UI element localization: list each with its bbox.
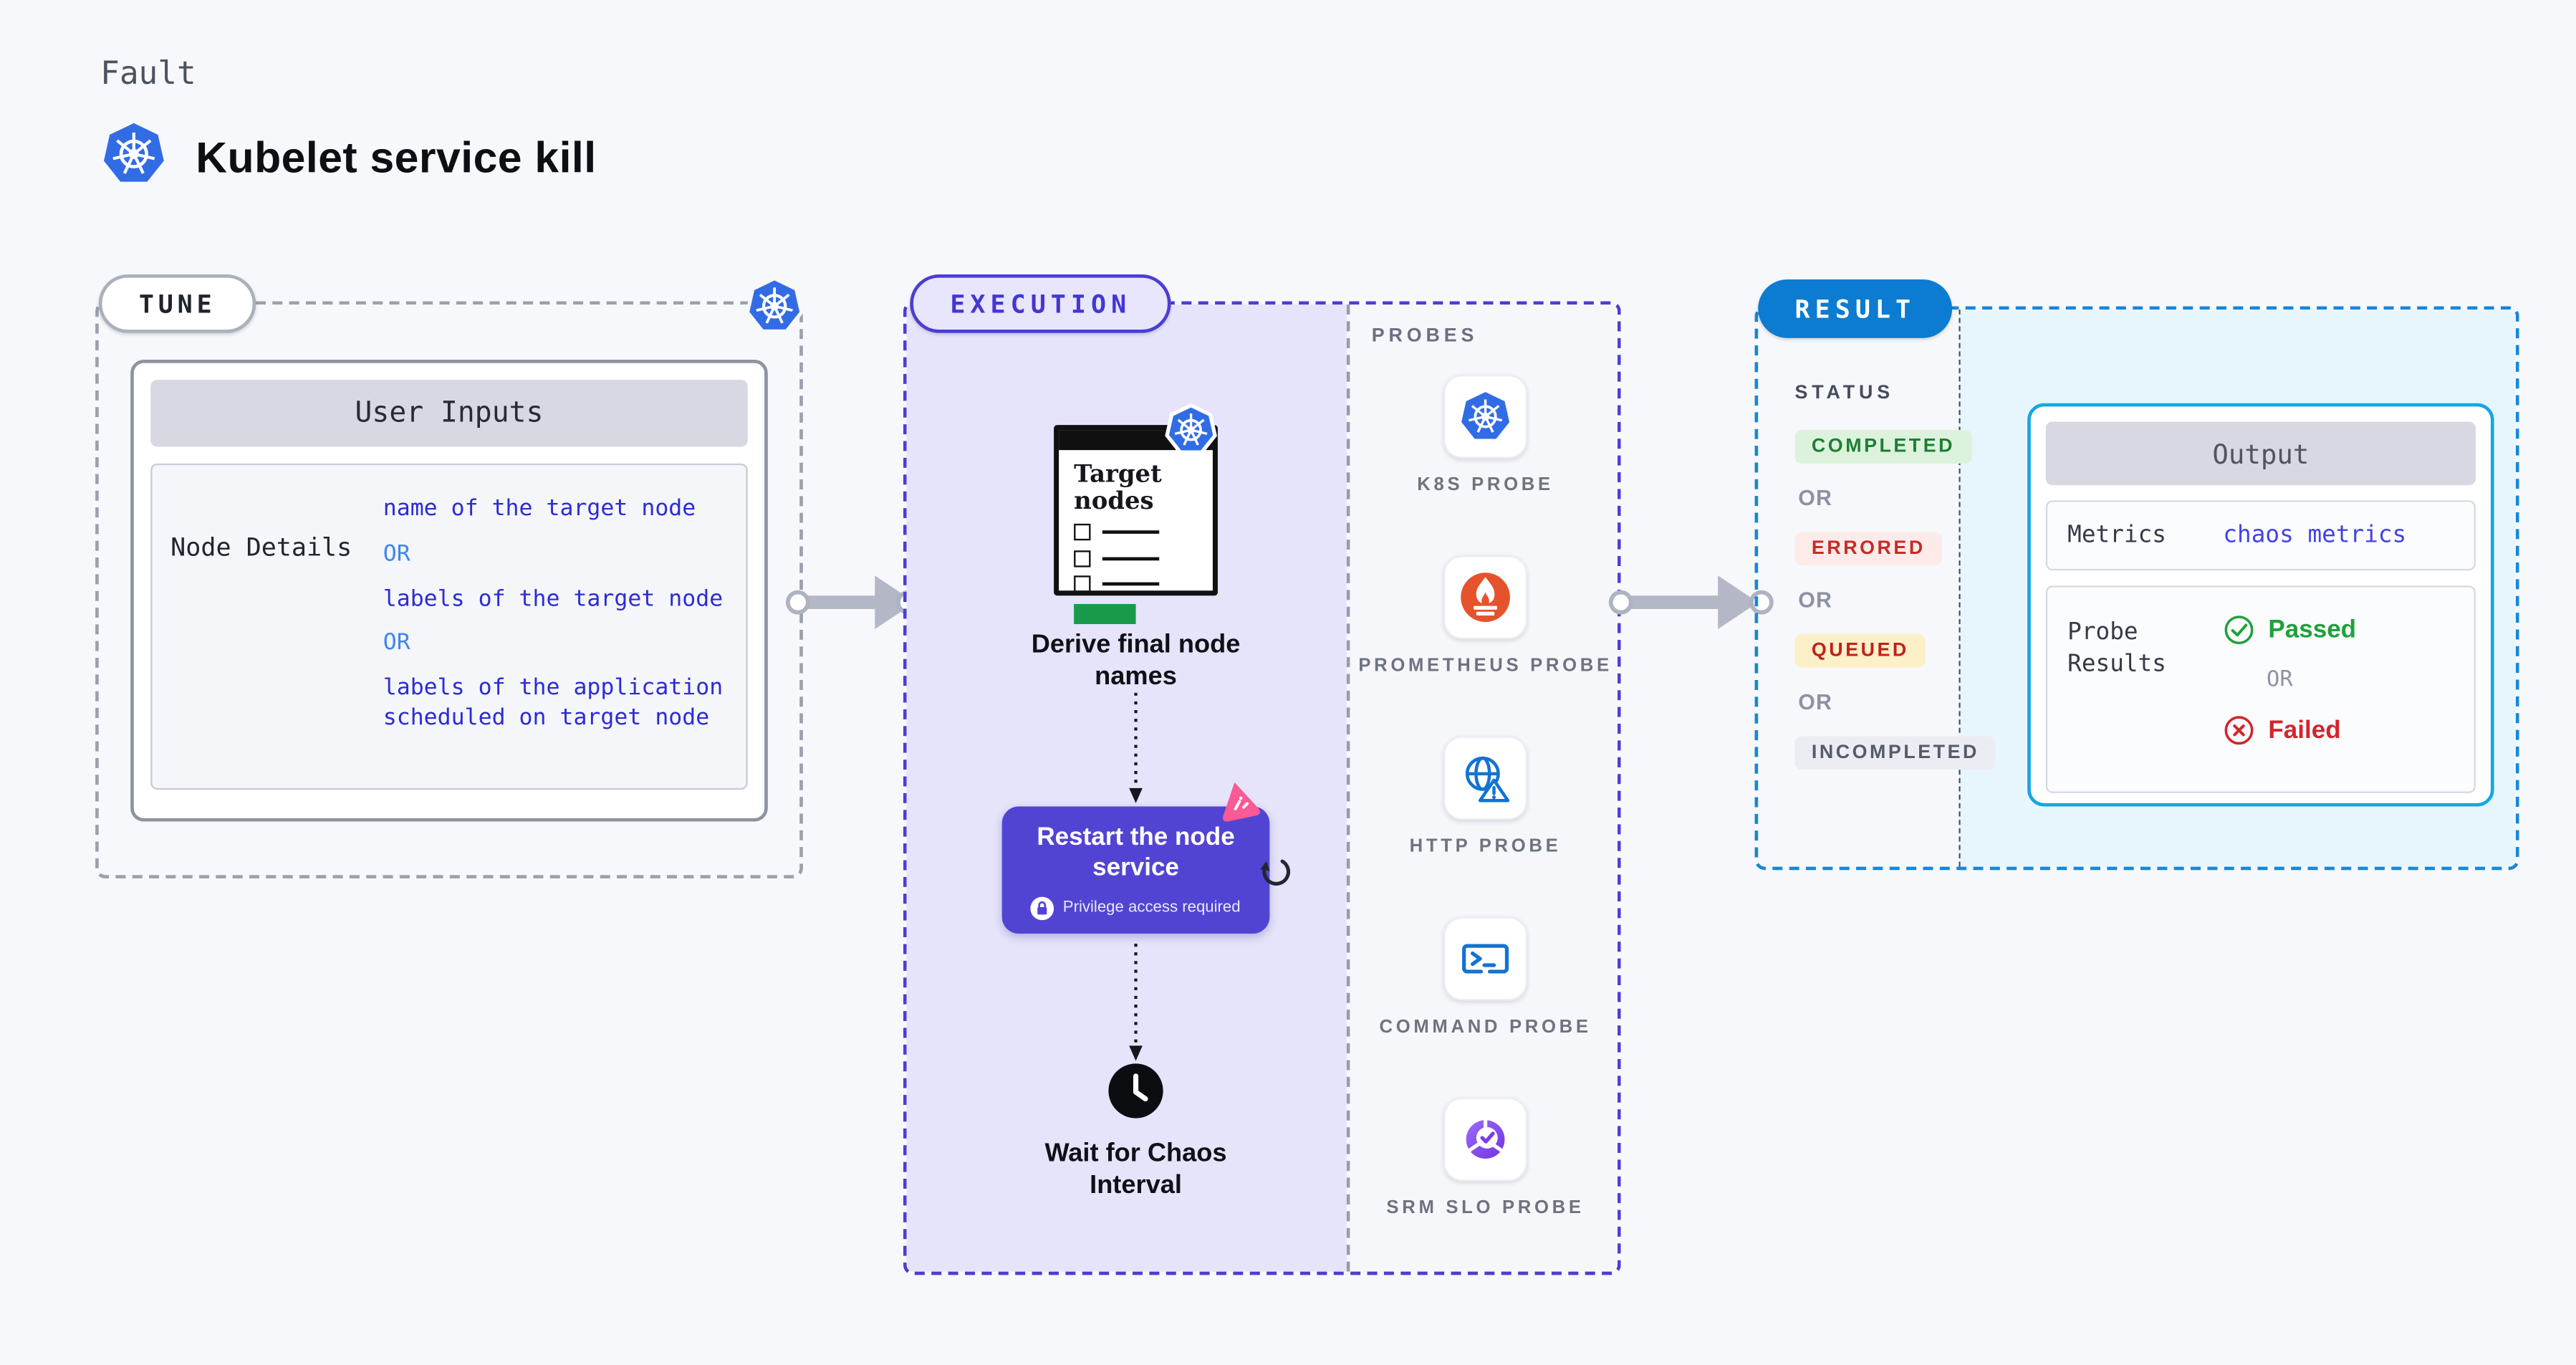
- user-inputs-header: User Inputs: [150, 380, 748, 447]
- passed-line: Passed: [2223, 614, 2356, 646]
- status-badge-errored: ERRORED: [1794, 532, 1943, 566]
- metrics-value: chaos metrics: [2223, 522, 2407, 549]
- probe-item-command: COMMAND PROBE: [1352, 916, 1620, 1043]
- row-values: name of the target node OR labels of the…: [373, 465, 746, 788]
- page-title-row: Kubelet service kill: [100, 120, 597, 196]
- probe-results-values: Passed OR Failed: [2223, 588, 2356, 792]
- metrics-row: Metrics chaos metrics: [2045, 500, 2476, 571]
- wait-step-label: Wait for Chaos Interval: [1044, 1139, 1227, 1201]
- litmus-chaos-icon: [1211, 774, 1268, 838]
- kubernetes-icon: [1164, 403, 1218, 465]
- checkbox-icon: [1074, 524, 1091, 542]
- output-header: Output: [2045, 421, 2476, 486]
- probe-item-http: HTTP PROBE: [1352, 736, 1620, 861]
- node-row: [1074, 524, 1213, 542]
- probe-label: HTTP PROBE: [1409, 836, 1562, 857]
- loop-refresh-icon: [1256, 852, 1297, 901]
- probe-item-prometheus: PROMETHEUS PROBE: [1352, 555, 1620, 681]
- or-separator: OR: [383, 630, 410, 657]
- prometheus-icon: [1461, 573, 1510, 623]
- user-inputs-table: Node Details name of the target node OR …: [150, 463, 748, 790]
- row-label: Node Details: [170, 532, 352, 562]
- globe-warning-icon: [1465, 756, 1510, 803]
- probe-label: K8S PROBE: [1417, 475, 1554, 496]
- probe-results-row: Probe Results Passed OR: [2045, 585, 2476, 793]
- kubernetes-icon: [1461, 392, 1510, 439]
- node-row: [1074, 550, 1213, 567]
- probes-title: PROBES: [1371, 326, 1479, 347]
- lock-icon: [1031, 896, 1055, 920]
- slo-donut-check-icon: [1465, 1118, 1506, 1159]
- tune-pill: TUNE: [98, 274, 256, 333]
- checkbox-icon: [1074, 550, 1091, 567]
- fault-kicker: Fault: [100, 55, 196, 92]
- privilege-label: Privilege access required: [1062, 899, 1241, 917]
- execution-pill: EXECUTION: [910, 274, 1172, 333]
- or-separator: OR: [1798, 587, 1833, 613]
- status-badge-queued: QUEUED: [1794, 634, 1926, 668]
- flow-arrow: [1608, 575, 1774, 629]
- status-badge-completed: COMPLETED: [1794, 430, 1972, 464]
- probe-card: [1443, 1097, 1527, 1182]
- probe-label: SRM SLO PROBE: [1386, 1197, 1585, 1218]
- tune-section: TUNE User Inputs Node Details name of th…: [95, 274, 804, 878]
- privilege-row: Privilege access required: [1002, 896, 1270, 920]
- probe-card: [1443, 736, 1527, 820]
- node-line: [1102, 531, 1160, 535]
- status-title: STATUS: [1794, 383, 1895, 403]
- probe-card: [1443, 375, 1527, 459]
- check-circle-icon: [2224, 616, 2254, 645]
- action-label: Restart the node service: [1037, 823, 1235, 883]
- input-option: name of the target node: [383, 495, 696, 522]
- or-separator: OR: [1798, 689, 1833, 715]
- result-section: RESULT STATUS COMPLETED OR ERRORED OR QU…: [1754, 279, 2519, 871]
- clock-icon: [1107, 1063, 1164, 1128]
- dotted-connector: [1129, 692, 1143, 803]
- user-inputs-card: User Inputs Node Details name of the tar…: [130, 360, 768, 822]
- or-separator: OR: [383, 540, 410, 567]
- kubernetes-icon: [744, 276, 804, 345]
- page-title: Kubelet service kill: [196, 132, 597, 183]
- probe-label: PROMETHEUS PROBE: [1358, 656, 1613, 676]
- probe-item-srm-slo: SRM SLO PROBE: [1352, 1097, 1620, 1223]
- output-card: Output Metrics chaos metrics Probe Resul…: [2027, 403, 2494, 807]
- probe-card: [1443, 916, 1527, 1001]
- or-separator: OR: [2267, 667, 2293, 693]
- probe-label: COMMAND PROBE: [1379, 1017, 1592, 1038]
- dotted-connector: [1129, 943, 1143, 1061]
- derive-step-label: Derive final node names: [1031, 631, 1241, 692]
- probe-results-label: Probe Results: [2067, 618, 2166, 678]
- checkbox-icon: [1074, 576, 1091, 593]
- x-circle-icon: [2224, 716, 2254, 745]
- restart-node-service-node: Restart the node service Privilege acces…: [1001, 806, 1270, 934]
- node-row: [1074, 576, 1213, 593]
- kubernetes-icon: [100, 120, 167, 196]
- probe-item-k8s: K8S PROBE: [1352, 375, 1620, 500]
- execution-section: EXECUTION PROBES Target nodes: [903, 274, 1621, 1275]
- failed-label: Failed: [2268, 716, 2341, 745]
- node-line: [1102, 557, 1160, 561]
- target-nodes-label: Target nodes: [1074, 460, 1162, 516]
- node-line: [1102, 583, 1160, 587]
- status-badge-incompleted: INCOMPLETED: [1794, 736, 1996, 770]
- terminal-icon: [1462, 944, 1509, 974]
- failed-line: Failed: [2223, 714, 2356, 746]
- metrics-label: Metrics: [2067, 521, 2166, 548]
- input-option: labels of the target node: [383, 585, 724, 612]
- status-list: COMPLETED OR ERRORED OR QUEUED OR INCOMP…: [1794, 430, 1996, 791]
- passed-label: Passed: [2268, 616, 2357, 645]
- confirm-bar: [1074, 605, 1136, 626]
- or-separator: OR: [1798, 485, 1833, 511]
- probe-card: [1443, 555, 1527, 640]
- result-pill: RESULT: [1758, 279, 1953, 338]
- input-option: labels of the application scheduled on t…: [383, 674, 724, 732]
